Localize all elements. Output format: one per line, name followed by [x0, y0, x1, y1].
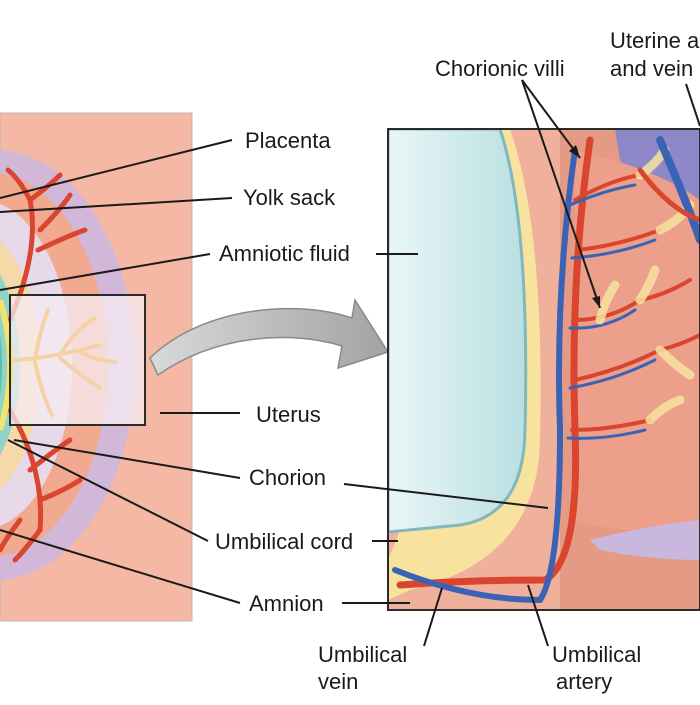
label-yolk-sack: Yolk sack — [243, 185, 336, 210]
label-placenta: Placenta — [245, 128, 331, 153]
label-umbilical-vein-line2: vein — [318, 669, 359, 694]
leader-yolk-sack — [0, 197, 233, 213]
leader-arrowheads — [569, 145, 600, 308]
lower-decidua — [590, 520, 700, 560]
leader-placenta — [0, 139, 233, 199]
leader-chorionic-villi-1 — [521, 79, 581, 159]
arrowhead-villi-1 — [569, 145, 580, 158]
label-umbilical-artery-line1: Umbilical — [552, 642, 642, 667]
leader-lines — [0, 79, 700, 647]
label-amnion: Amnion — [249, 591, 324, 616]
placenta-detail-panel — [387, 128, 700, 611]
chorionic-villi-tree — [566, 145, 700, 440]
umbilical-artery-vessel — [396, 136, 594, 589]
leader-amnion-left — [0, 529, 241, 604]
label-umbilical-vein-line1: Umbilical — [318, 642, 408, 667]
leader-umbilical-cord-left — [7, 439, 209, 542]
uterus-overview-panel — [0, 112, 193, 622]
villi-preview — [13, 308, 117, 417]
embryo-region — [0, 334, 2, 396]
zoom-region-box — [9, 294, 146, 426]
umbilical-vein-vessel — [392, 147, 578, 604]
intervillous-space — [575, 150, 700, 530]
detail-border — [387, 128, 700, 611]
uterine-vessels — [637, 136, 700, 244]
leader-chorion-right — [343, 483, 549, 509]
leader-amniotic-fluid-left — [0, 253, 211, 291]
leader-umbilical-artery — [527, 584, 549, 647]
leader-chorionic-villi-2 — [521, 79, 601, 309]
leader-uterine-arteries — [685, 83, 700, 127]
label-chorionic-villi: Chorionic villi — [435, 56, 565, 81]
label-chorion: Chorion — [249, 465, 327, 490]
chorion-band — [388, 129, 541, 600]
arrowhead-villi-2 — [592, 296, 600, 308]
label-umbilical-cord: Umbilical cord — [215, 529, 354, 554]
leader-umbilical-vein — [423, 587, 443, 647]
leader-chorion-left — [13, 439, 241, 479]
label-uterine-arteries-line1: Uterine a — [610, 28, 700, 53]
amniotic-fluid-area — [388, 129, 528, 534]
label-uterine-arteries-line2: and vein — [610, 56, 694, 81]
label-uterus: Uterus — [256, 402, 321, 427]
label-umbilical-artery-line2: artery — [556, 669, 613, 694]
label-amniotic-fluid: Amniotic fluid — [219, 241, 350, 266]
